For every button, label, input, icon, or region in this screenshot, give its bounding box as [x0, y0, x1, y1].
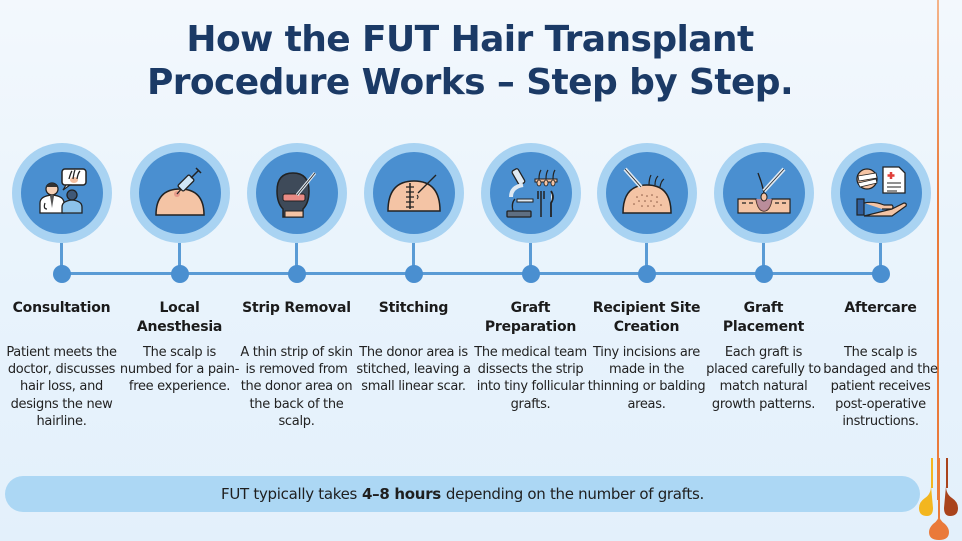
duration-note-suffix: depending on the number of grafts. — [445, 485, 704, 503]
timeline-stem — [529, 243, 532, 273]
step-recipient-site-creation: Recipient Site Creation Tiny incisions a… — [587, 0, 706, 541]
duration-note-banner: FUT typically takes 4–8 hours depending … — [5, 476, 920, 512]
syringe-scalp-icon — [154, 167, 205, 216]
title-line-1: How the FUT Hair Transplant — [186, 19, 754, 60]
step-circle — [246, 143, 347, 243]
step-title: Graft Placement — [722, 300, 805, 335]
scalpel-head-strip-icon — [275, 172, 316, 218]
step-circle — [480, 143, 581, 243]
step-stitching: Stitching The donor area is stitched, le… — [355, 0, 472, 541]
timeline-stem — [178, 243, 181, 273]
orange-divider — [937, 0, 939, 500]
forceps-graft-icon — [736, 167, 791, 214]
timeline-dot — [754, 265, 773, 283]
step-description: The medical team dissects the strip into… — [474, 345, 587, 412]
timeline-stem — [412, 243, 415, 273]
duration-note-prefix: FUT typically takes — [221, 485, 358, 503]
step-title: Aftercare — [844, 300, 917, 316]
timeline-dot — [170, 265, 189, 283]
step-circle — [129, 143, 230, 243]
bandage-hand-document-icon — [855, 166, 907, 217]
step-title: Consultation — [12, 300, 111, 316]
step-circle — [713, 143, 814, 243]
timeline-dot — [52, 265, 71, 283]
step-graft-placement: Graft Placement Each graft is placed car… — [705, 0, 822, 541]
step-description: The donor area is stitched, leaving a sm… — [356, 345, 471, 395]
step-circle — [11, 143, 112, 243]
step-description: Tiny incisions are made in the thinning … — [587, 345, 706, 412]
step-circle — [596, 143, 697, 243]
step-strip-removal: Strip Removal A thin strip of skin is re… — [238, 0, 355, 541]
step-title: Recipient Site Creation — [592, 300, 701, 335]
step-graft-preparation: Graft Preparation The medical team disse… — [472, 0, 589, 541]
step-circle — [363, 143, 464, 243]
step-circle — [830, 143, 931, 243]
step-title: Graft Preparation — [484, 300, 577, 335]
step-description: The scalp is bandaged and the patient re… — [823, 345, 938, 429]
step-description: Patient meets the doctor, discusses hair… — [6, 345, 117, 429]
timeline-dot — [287, 265, 306, 283]
microscope-follicles-icon — [505, 168, 557, 218]
page-title: How the FUT Hair Transplant Procedure Wo… — [0, 18, 940, 104]
duration-note-highlight: 4–8 hours — [362, 485, 441, 503]
brand-droplets-icon — [919, 458, 958, 540]
title-line-2: Procedure Works – Step by Step. — [146, 62, 794, 103]
timeline-dot — [637, 265, 656, 283]
doctor-consultation-icon — [38, 168, 87, 214]
scalpel-incisions-icon — [621, 167, 672, 214]
step-local-anesthesia: Local Anesthesia The scalp is numbed for… — [119, 0, 240, 541]
timeline-dot — [521, 265, 540, 283]
step-description: Each graft is placed carefully to match … — [706, 345, 821, 412]
step-title: Stitching — [378, 300, 449, 316]
step-consultation: Consultation Patient meets the doctor, d… — [3, 0, 120, 541]
timeline-stem — [295, 243, 298, 273]
timeline-stem — [645, 243, 648, 273]
step-title: Local Anesthesia — [136, 300, 223, 335]
timeline-stem — [762, 243, 765, 273]
timeline-dot — [871, 265, 890, 283]
timeline-line — [61, 272, 881, 275]
step-description: A thin strip of skin is removed from the… — [240, 345, 353, 429]
step-description: The scalp is numbed for a pain-free expe… — [119, 345, 240, 395]
timeline-stem — [879, 243, 882, 273]
step-aftercare: Aftercare The scalp is bandaged and the … — [822, 0, 939, 541]
step-title: Strip Removal — [242, 300, 351, 316]
timeline-stem — [60, 243, 63, 273]
stitched-scalp-icon — [386, 174, 441, 212]
timeline-dot — [404, 265, 423, 283]
